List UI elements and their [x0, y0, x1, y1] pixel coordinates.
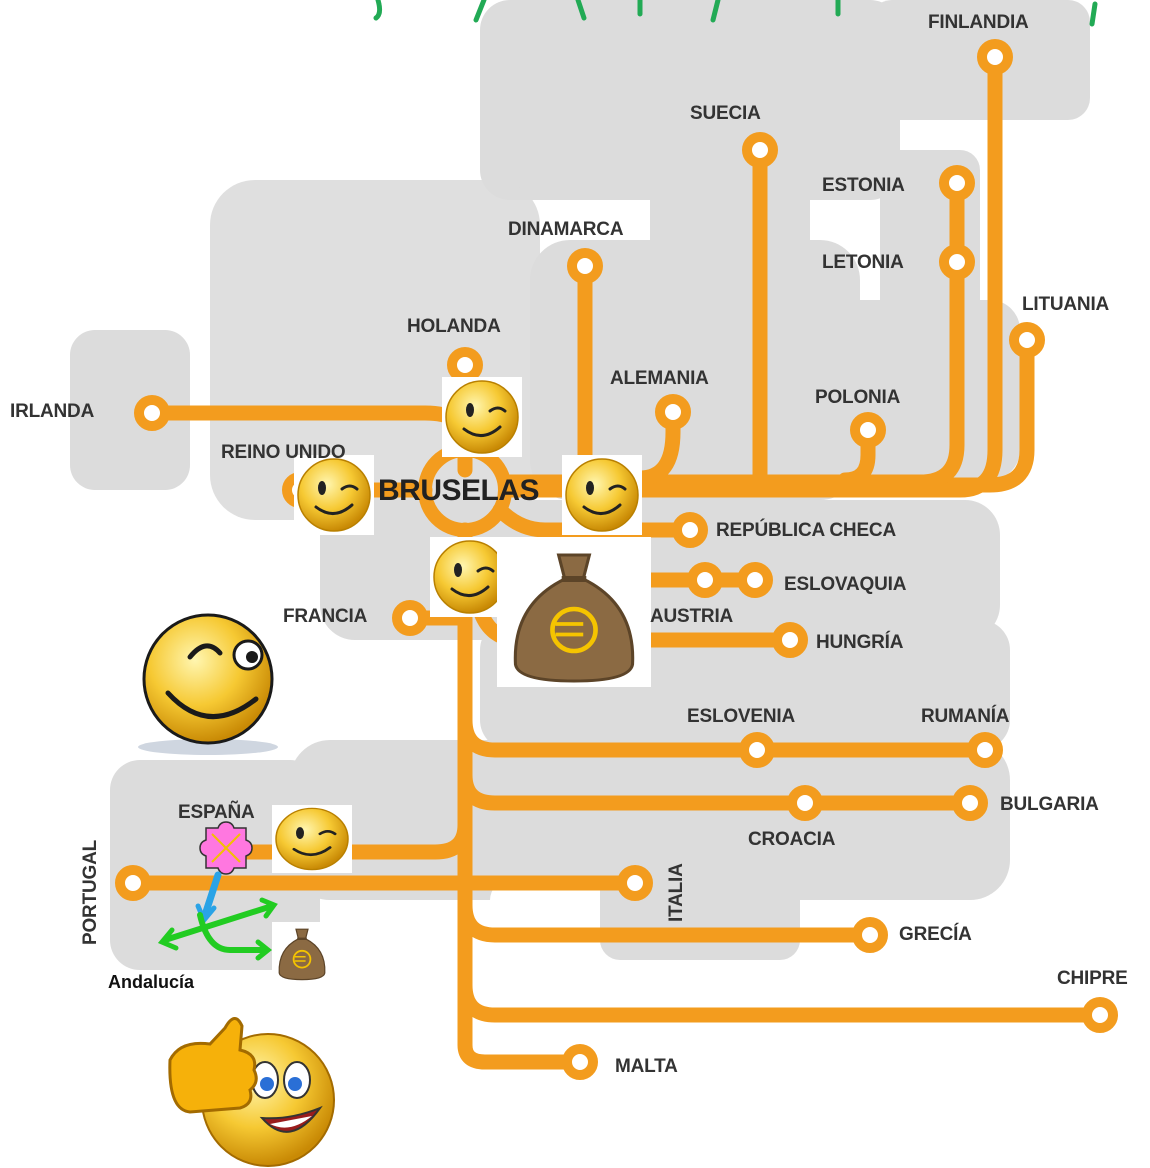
- label-portugal: PORTUGAL: [80, 839, 101, 945]
- label-polonia: POLONIA: [815, 387, 901, 408]
- label-francia: FRANCIA: [283, 606, 368, 627]
- euro-money-bag-icon: [270, 920, 334, 984]
- station-lituania: [1009, 322, 1045, 358]
- station-nodes: [115, 39, 1118, 1080]
- label-reino-unido: REINO UNIDO: [221, 442, 346, 463]
- label-croacia: CROACIA: [748, 829, 836, 850]
- label-lituania: LITUANIA: [1022, 294, 1110, 315]
- station-irlanda: [134, 395, 170, 431]
- wink-smiley-icon: [560, 453, 644, 537]
- label-rumania: RUMANÍA: [921, 706, 1010, 727]
- station-republica-checa: [672, 512, 708, 548]
- station-chipre: [1082, 997, 1118, 1033]
- station-alemania: [655, 394, 691, 430]
- label-republica-checa: REPÚBLICA CHECA: [716, 520, 896, 541]
- label-hungria: HUNGRÍA: [816, 632, 904, 653]
- station-estonia: [939, 165, 975, 201]
- label-bulgaria: BULGARIA: [1000, 794, 1099, 815]
- station-austria: [687, 562, 723, 598]
- station-croacia: [787, 785, 823, 821]
- route-arrows: [157, 871, 278, 961]
- wink-smiley-icon: [270, 803, 354, 875]
- thumbs-up-smiley-icon: [168, 1017, 335, 1167]
- label-bruselas-hub: BRUSELAS: [378, 474, 540, 507]
- station-letonia: [939, 244, 975, 280]
- handwritten-title-fragment: [373, 0, 1098, 27]
- large-wink-smiley-icon: [128, 607, 290, 757]
- station-finlandia: [977, 39, 1013, 75]
- puzzle-piece-icon: [199, 821, 253, 875]
- station-holanda: [447, 347, 483, 383]
- label-finlandia: FINLANDIA: [928, 12, 1029, 33]
- label-italia: ITALIA: [666, 863, 687, 922]
- label-malta: MALTA: [615, 1056, 678, 1077]
- station-rumania: [967, 732, 1003, 768]
- station-francia: [392, 600, 428, 636]
- label-irlanda: IRLANDA: [10, 401, 95, 422]
- station-portugal: [115, 865, 151, 901]
- label-letonia: LETONIA: [822, 252, 904, 273]
- euro-money-bag-icon: [497, 537, 651, 687]
- label-andalucia: Andalucía: [108, 972, 195, 992]
- station-eslovenia: [739, 732, 775, 768]
- station-suecia: [742, 132, 778, 168]
- wink-smiley-icon: [440, 375, 524, 459]
- label-dinamarca: DINAMARCA: [508, 219, 624, 240]
- label-grecia: GRECÍA: [899, 924, 972, 945]
- station-hungria: [772, 622, 808, 658]
- label-alemania: ALEMANIA: [610, 368, 709, 389]
- station-dinamarca: [567, 248, 603, 284]
- label-chipre: CHIPRE: [1057, 968, 1128, 989]
- station-italia: [617, 865, 653, 901]
- label-holanda: HOLANDA: [407, 316, 501, 337]
- label-suecia: SUECIA: [690, 103, 761, 124]
- station-eslovaquia: [737, 562, 773, 598]
- station-malta: [562, 1044, 598, 1080]
- label-eslovenia: ESLOVENIA: [687, 706, 795, 727]
- station-grecia: [852, 917, 888, 953]
- wink-smiley-icon: [292, 453, 376, 537]
- label-eslovaquia: ESLOVAQUIA: [784, 574, 907, 595]
- station-polonia: [850, 412, 886, 448]
- label-espana: ESPAÑA: [178, 802, 255, 823]
- station-bulgaria: [952, 785, 988, 821]
- label-estonia: ESTONIA: [822, 175, 905, 196]
- label-austria: AUSTRIA: [650, 606, 734, 627]
